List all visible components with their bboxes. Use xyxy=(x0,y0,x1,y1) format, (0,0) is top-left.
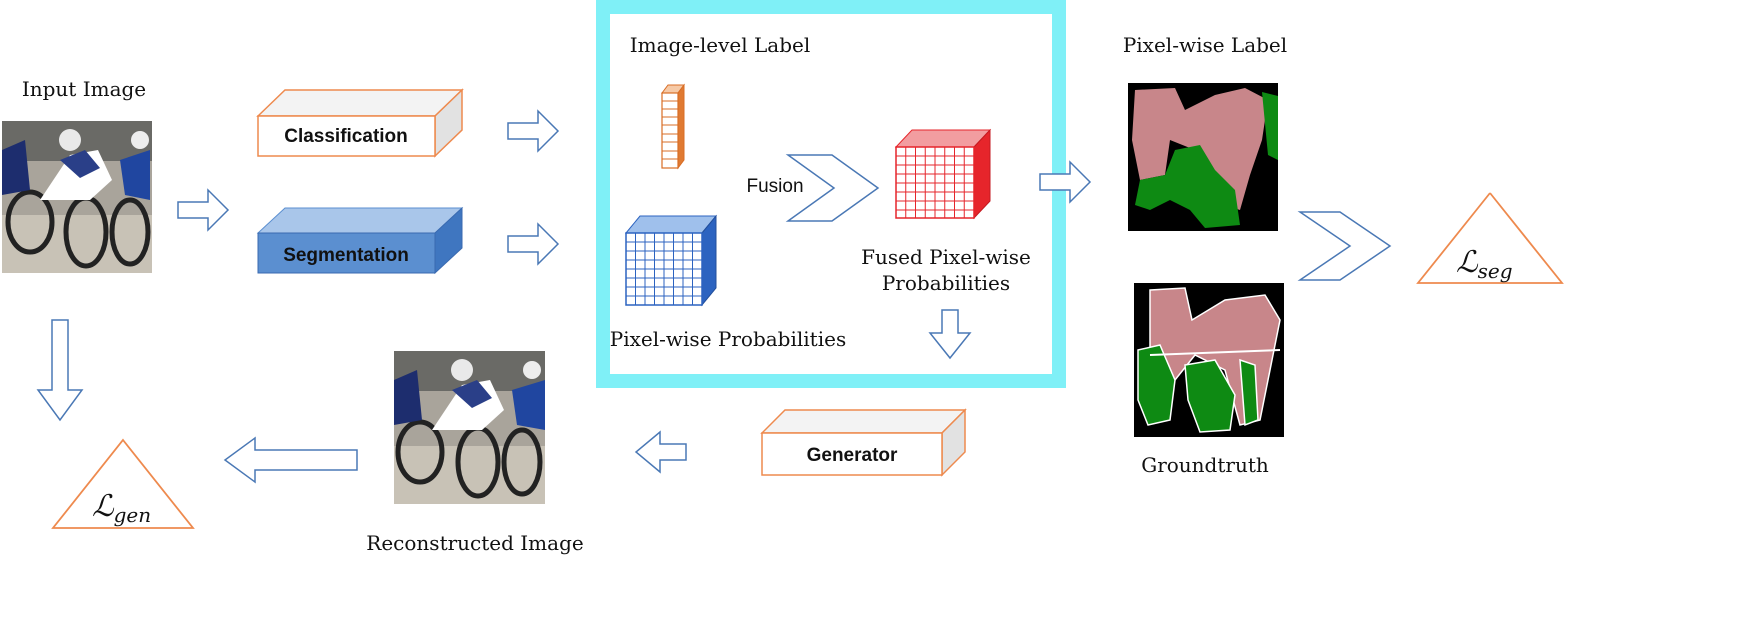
generator-label: Generator xyxy=(807,445,898,466)
pixel-probabilities-cube xyxy=(624,214,718,307)
fused-label-line1: Fused Pixel-wise xyxy=(861,245,1031,269)
reconstructed-image-label: Reconstructed Image xyxy=(366,531,583,555)
groundtruth-label: Groundtruth xyxy=(1141,453,1269,477)
arrow-input-down xyxy=(36,319,84,422)
arrow-reconstructed-to-lgen xyxy=(223,436,358,484)
fused-probabilities-cube xyxy=(894,128,992,220)
input-image-photo xyxy=(2,121,152,273)
loss-seg-symbol: ℒseg xyxy=(1456,245,1513,283)
fusion-module-frame xyxy=(596,0,1066,388)
loss-gen-triangle xyxy=(51,438,195,529)
reconstructed-image-photo xyxy=(394,351,545,504)
loss-gen-symbol: ℒgen xyxy=(92,489,151,527)
seg-chevron xyxy=(1297,211,1392,281)
segmentation-label: Segmentation xyxy=(283,245,409,266)
input-image-label: Input Image xyxy=(22,77,146,101)
pixel-wise-label-mask xyxy=(1128,83,1278,231)
fused-label-line2: Probabilities xyxy=(882,271,1010,295)
segmentation-box xyxy=(256,206,464,275)
classification-label: Classification xyxy=(284,126,408,147)
pixel-wise-probabilities-label: Pixel-wise Probabilities xyxy=(610,327,846,351)
arrow-fused-down xyxy=(928,309,972,360)
arrow-classification-to-fusion xyxy=(507,110,559,152)
fusion-chevron xyxy=(785,154,880,222)
pixel-wise-label-title: Pixel-wise Label xyxy=(1123,33,1287,57)
arrow-segmentation-to-fusion xyxy=(507,223,559,265)
groundtruth-mask xyxy=(1134,283,1284,437)
arrow-input-to-branches xyxy=(177,189,229,231)
image-level-label: Image-level Label xyxy=(630,33,811,57)
image-level-vector xyxy=(661,83,685,170)
classification-box xyxy=(256,88,464,158)
arrow-generator-to-reconstructed xyxy=(634,430,687,474)
generator-box xyxy=(760,408,967,477)
loss-seg-triangle xyxy=(1416,192,1564,284)
fusion-label: Fusion xyxy=(746,176,803,197)
